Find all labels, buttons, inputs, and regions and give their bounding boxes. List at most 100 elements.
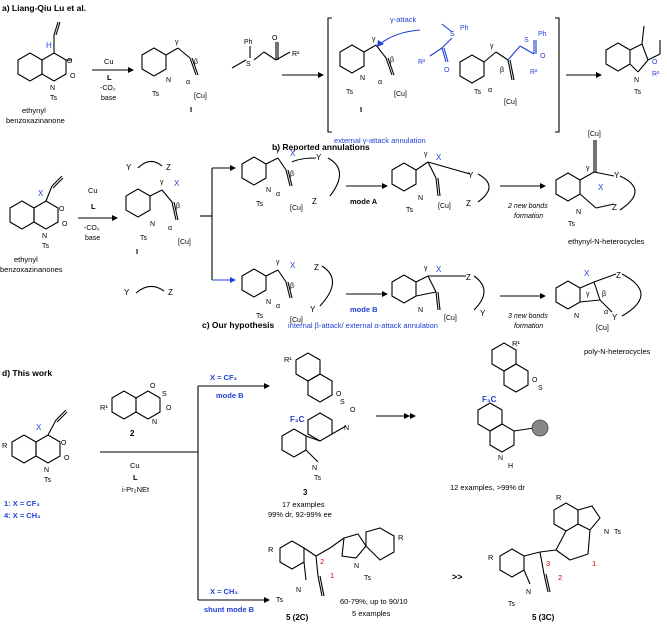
- reagent-2: [111, 390, 161, 420]
- product-5-2c: [279, 527, 395, 597]
- ma-attack: [291, 157, 317, 163]
- prod-a-n: N: [634, 77, 639, 84]
- int-a-n: N: [166, 77, 171, 84]
- yz-top-z: Z: [166, 163, 171, 172]
- fork-bottom-head: [264, 597, 270, 603]
- sm-b-o: O: [59, 206, 65, 213]
- cond-a-l: L: [107, 73, 112, 82]
- ma2-ts: Ts: [406, 207, 414, 214]
- int-b-n: N: [150, 221, 155, 228]
- prod-b-ts: Ts: [568, 221, 576, 228]
- mode-a-intermediate: [241, 156, 293, 187]
- arrow-a3-head: [596, 72, 602, 78]
- p53-n2: N: [526, 589, 531, 596]
- prod-a-ts: Ts: [634, 89, 642, 96]
- ma-gamma: γ: [276, 147, 280, 154]
- p53-ts2: Ts: [508, 601, 516, 608]
- int-a-gamma: γ: [175, 39, 179, 46]
- int-b-label: I: [136, 247, 138, 256]
- prod-c-alpha: α: [604, 309, 608, 316]
- reagent-2-o: O: [150, 383, 156, 390]
- sm-a-h: H: [46, 41, 52, 50]
- intermediate-b: [125, 188, 179, 221]
- arrow-mode-b-head: [382, 291, 388, 297]
- mb-ts: Ts: [256, 313, 264, 320]
- br2-s: S: [524, 37, 529, 44]
- sm-b-name-1: ethynyl: [14, 255, 38, 264]
- sm-d-o: O: [61, 440, 67, 447]
- cond-b-co2: -CO₂: [84, 225, 100, 232]
- branch-bottom-x: X = CH₃: [210, 587, 238, 596]
- yz-top-y: Y: [126, 163, 132, 172]
- arrow-d2-head2: [404, 413, 410, 419]
- reagent-a-ph: Ph: [244, 39, 253, 46]
- ma2-n: N: [418, 195, 423, 202]
- cond-a-cu: Cu: [104, 57, 114, 66]
- mode-b-label: mode B: [350, 305, 378, 314]
- prod-c-x: X: [584, 269, 590, 278]
- arrow-a1-head: [128, 67, 134, 73]
- gamma-attack-label: γ-attack: [390, 15, 417, 24]
- cond-a-base: base: [101, 95, 116, 102]
- ma2-cu: [Cu]: [438, 203, 451, 210]
- int-b-ts: Ts: [140, 235, 148, 242]
- ma-cu: [Cu]: [290, 205, 303, 212]
- mb-tether: [319, 265, 334, 307]
- arrow-c2-head: [540, 293, 546, 299]
- reagent-2-s: S: [162, 391, 167, 398]
- br2-ph: Ph: [538, 31, 547, 38]
- p3d-o: O: [532, 377, 538, 384]
- p5-r-right: R: [398, 533, 404, 542]
- product-5-3c: [499, 502, 601, 593]
- product-b: [555, 140, 636, 211]
- p5-c1: 1: [330, 571, 334, 580]
- prod-c-gamma: γ: [586, 291, 590, 298]
- ma-tether: [327, 157, 341, 197]
- sm-d-n: N: [44, 467, 49, 474]
- int-a-ts: Ts: [152, 91, 160, 98]
- sm-a-name-1: ethynyl: [22, 106, 46, 115]
- p53-c3: 3: [546, 559, 550, 568]
- p3d-r1: R¹: [512, 339, 520, 348]
- br2-alpha: α: [488, 87, 492, 94]
- sm-b-structure: [9, 175, 64, 230]
- fork-top-head: [264, 383, 270, 389]
- br2-r2: R²: [530, 69, 538, 76]
- p53-r-left: R: [488, 553, 494, 562]
- yz-bot-arc: [135, 285, 165, 294]
- br1-ts: Ts: [346, 89, 354, 96]
- p53-r-top: R: [556, 493, 562, 502]
- cond-d-base: i-Pr₂NEt: [122, 485, 150, 494]
- ma-z: Z: [312, 197, 317, 206]
- prod-b-n: N: [576, 209, 581, 216]
- sm-a-structure: [17, 21, 72, 82]
- ma2-x: X: [436, 153, 442, 162]
- sm-d-r: R: [2, 441, 8, 450]
- mb2-gamma: γ: [424, 265, 428, 272]
- product-3: [281, 352, 347, 463]
- mode-a-intermediate-2: [391, 161, 490, 203]
- yz-bot-y: Y: [124, 288, 130, 297]
- mb-gamma: γ: [276, 259, 280, 266]
- branch-bottom-mode: shunt mode B: [204, 605, 255, 614]
- cond-a-co2: -CO₂: [100, 85, 116, 92]
- mb-cu: [Cu]: [290, 317, 303, 324]
- sm-d-1: 1: X = CF₃: [4, 499, 40, 508]
- arrow-a2-head: [318, 72, 324, 78]
- mb-beta: β: [290, 283, 294, 290]
- br1-n: N: [360, 75, 365, 82]
- p53-ts1: Ts: [614, 529, 622, 536]
- reagent-a-r2: R²: [292, 51, 300, 58]
- mb2-n: N: [418, 307, 423, 314]
- bracket-intermediate-2: [459, 40, 537, 84]
- p3d-f3c: F₃C: [482, 395, 497, 404]
- p3-o2: O: [350, 407, 356, 414]
- br2-cu: [Cu]: [504, 99, 517, 106]
- sm-b-x: X: [38, 189, 44, 198]
- br1-label: I: [360, 105, 362, 114]
- sm-b-ts: Ts: [42, 243, 50, 250]
- ext-gamma-label: external γ-attack annulation: [334, 136, 426, 145]
- prod-b-z: Z: [612, 203, 617, 212]
- p5-ts1: Ts: [276, 597, 284, 604]
